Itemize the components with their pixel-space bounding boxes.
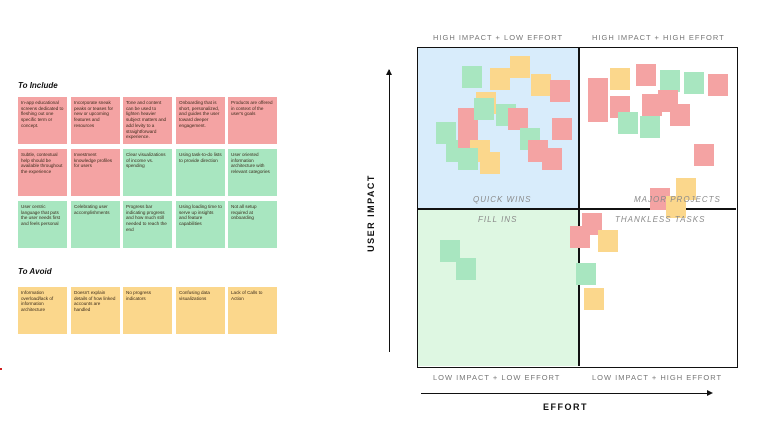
matrix-sticky-note — [694, 144, 714, 166]
matrix-sticky-note — [670, 104, 690, 126]
include-note: User centric language that puts the user… — [18, 201, 67, 248]
matrix-sticky-note — [531, 74, 551, 96]
quick-wins-label: QUICK WINS — [473, 195, 532, 204]
matrix-sticky-note — [676, 178, 696, 200]
matrix-sticky-note — [490, 68, 510, 90]
include-note: User oriented information architecture w… — [228, 149, 277, 196]
matrix-sticky-note — [456, 258, 476, 280]
include-note: Products are offered in context of the u… — [228, 97, 277, 144]
matrix-sticky-note — [642, 94, 662, 116]
matrix-sticky-note — [542, 148, 562, 170]
matrix-sticky-note — [576, 263, 596, 285]
matrix-sticky-note — [588, 100, 608, 122]
avoid-note: No progress indicators — [123, 287, 172, 334]
matrix-sticky-note — [550, 80, 570, 102]
matrix-sticky-note — [610, 68, 630, 90]
thankless-tasks-label: THANKLESS TASKS — [615, 215, 706, 224]
include-note: Celebrating user accomplishments — [71, 201, 120, 248]
include-note: Incorporate sneak peaks or teases for ne… — [71, 97, 120, 144]
matrix-sticky-note — [458, 148, 478, 170]
include-note: Progress bar indicating progress and how… — [123, 201, 172, 248]
major-projects-label: MAJOR PROJECTS — [634, 195, 721, 204]
matrix-sticky-note — [462, 66, 482, 88]
matrix-horizontal-divider — [418, 208, 736, 210]
quadrant-fill-ins — [418, 208, 578, 366]
matrix-sticky-note — [436, 122, 456, 144]
corner-label-high-low: HIGH IMPACT + LOW EFFORT — [433, 33, 564, 42]
corner-label-low-low: LOW IMPACT + LOW EFFORT — [433, 373, 561, 382]
matrix-sticky-note — [474, 98, 494, 120]
avoid-title: To Avoid — [18, 267, 52, 276]
avoid-note: Lack of Calls to Action — [228, 287, 277, 334]
matrix-sticky-note — [458, 108, 478, 130]
include-note: Tone and content can be used to lighten … — [123, 97, 172, 144]
include-note: In-app educational screens dedicated to … — [18, 97, 67, 144]
avoid-note: Information overload/lack of information… — [18, 287, 67, 334]
matrix-sticky-note — [650, 188, 670, 210]
include-note: Investment knowledge profiles for users — [71, 149, 120, 196]
matrix-sticky-note — [666, 196, 686, 218]
matrix-sticky-note — [618, 112, 638, 134]
matrix-sticky-note — [708, 74, 728, 96]
include-note: Clear visualizations of income vs. spend… — [123, 149, 172, 196]
avoid-note: Confusing data visualizations — [176, 287, 225, 334]
matrix-sticky-note — [552, 118, 572, 140]
matrix-sticky-note — [598, 230, 618, 252]
matrix-sticky-note — [480, 152, 500, 174]
x-axis-arrow — [421, 390, 713, 396]
matrix-sticky-note — [636, 64, 656, 86]
include-note: Using loading time to serve up insights … — [176, 201, 225, 248]
matrix-sticky-note — [588, 78, 608, 100]
matrix-vertical-divider — [578, 48, 580, 366]
red-marker — [0, 368, 2, 370]
matrix-sticky-note — [640, 116, 660, 138]
fill-ins-label: FILL INS — [478, 215, 518, 224]
corner-label-high-high: HIGH IMPACT + HIGH EFFORT — [592, 33, 725, 42]
matrix-sticky-note — [584, 288, 604, 310]
matrix-sticky-note — [508, 108, 528, 130]
y-axis-label: USER IMPACT — [366, 174, 376, 252]
y-axis-arrow — [386, 69, 392, 352]
matrix-sticky-note — [440, 240, 460, 262]
include-note: Subtle, contextual help should be availa… — [18, 149, 67, 196]
include-title: To Include — [18, 81, 58, 90]
matrix-sticky-note — [570, 226, 590, 248]
include-note: Not all setup required at onboarding — [228, 201, 277, 248]
include-note: Onboarding that is short, personalized, … — [176, 97, 225, 144]
priority-matrix: QUICK WINS MAJOR PROJECTS FILL INS THANK… — [417, 47, 738, 368]
avoid-note: Doesn't explain details of how linked ac… — [71, 287, 120, 334]
corner-label-low-high: LOW IMPACT + HIGH EFFORT — [592, 373, 723, 382]
matrix-sticky-note — [684, 72, 704, 94]
x-axis-label: EFFORT — [543, 402, 588, 412]
matrix-sticky-note — [660, 70, 680, 92]
include-note: Using task-to-do lists to provide direct… — [176, 149, 225, 196]
matrix-sticky-note — [510, 56, 530, 78]
